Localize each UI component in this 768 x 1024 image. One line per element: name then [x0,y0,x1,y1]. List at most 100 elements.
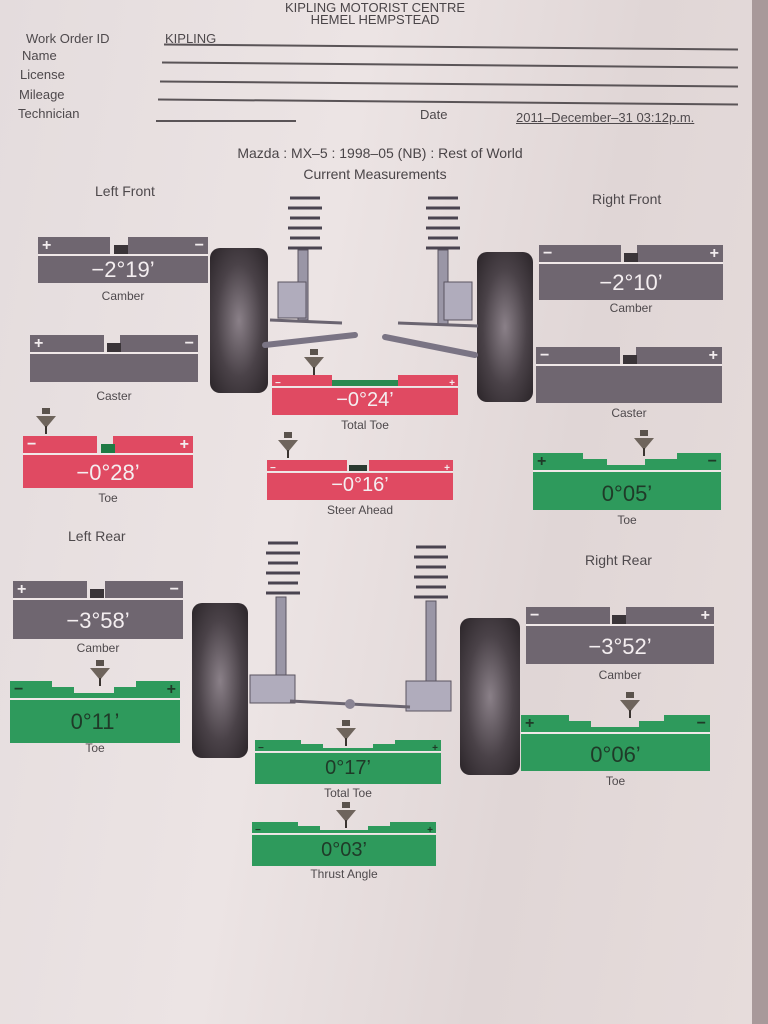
left-rear-wheel-illustration [192,603,248,758]
plus-icon: + [708,347,718,364]
toe-pointer-icon [620,692,640,718]
thrust-angle-pointer-icon [336,802,356,828]
plus-icon: + [17,581,27,598]
mileage-label: Mileage [19,87,65,102]
minus-icon: − [194,237,204,254]
right-rear-wheel-illustration [460,618,520,775]
plus-icon: + [537,453,547,470]
mileage-line [158,98,738,106]
paper-edge-shadow [752,0,768,1024]
lf-camber-caption: Camber [101,289,145,303]
lf-camber-gauge: + − −2°19’ [38,237,208,283]
steer-ahead-pointer-icon [278,432,298,458]
steer-ahead-value: −0°16’ [331,474,389,496]
rf-toe-value: 0°05’ [601,481,653,506]
work-order-value: KIPLING [165,31,217,46]
rf-toe-gauge: + − 0°05’ [533,453,721,510]
lr-toe-value: 0°11’ [70,709,120,734]
lf-toe-caption: Toe [98,491,118,505]
rr-toe-value: 0°06’ [590,742,641,767]
name-line [162,61,738,69]
plus-icon: + [444,463,450,474]
thrust-angle-value: 0°03’ [321,839,367,861]
rr-toe-caption: Toe [605,774,626,788]
plus-icon: + [449,378,455,389]
rr-toe-gauge: + − 0°06’ [521,715,710,771]
technician-line [156,120,296,122]
minus-icon: − [543,245,553,262]
minus-icon: − [255,825,261,836]
plus-icon: + [42,237,52,254]
toe-pointer-icon [634,430,654,456]
plus-icon: + [709,245,719,262]
plus-icon: + [427,825,433,836]
rf-caster-caption: Caster [611,406,647,420]
lr-camber-gauge: + − −3°58’ [13,581,183,639]
lf-toe-value: −0°28’ [76,460,140,485]
minus-icon: − [707,453,717,470]
minus-icon: − [184,335,194,352]
lf-caster-caption: Caster [96,389,132,403]
date-value: 2011–December–31 03:12p.m. [516,110,695,125]
rr-camber-caption: Camber [598,668,642,682]
license-line [160,80,738,88]
section-left-rear: Left Rear [68,528,126,544]
plus-icon: + [700,607,710,624]
front-total-toe-caption: Total Toe [341,418,389,432]
section-left-front: Left Front [95,183,155,199]
section-right-front: Right Front [592,191,662,207]
rear-total-toe-caption: Total Toe [324,786,372,800]
minus-icon: − [696,715,706,732]
rear-total-toe-gauge: − + 0°17’ [255,740,441,784]
work-order-label: Work Order ID [26,31,110,46]
rr-camber-gauge: − + −3°52’ [526,607,714,664]
total-toe-pointer-icon [304,349,324,375]
lf-camber-value: −2°19’ [91,257,155,282]
rear-total-toe-value: 0°17’ [325,757,371,779]
rf-camber-value: −2°10’ [599,270,663,295]
thrust-angle-caption: Thrust Angle [310,867,378,881]
plus-icon: + [166,681,176,698]
lr-camber-value: −3°58’ [66,608,130,633]
rf-caster-gauge: − + [536,347,722,403]
company-location: HEMEL HEMPSTEAD [310,12,440,27]
rear-suspension-illustration [249,541,452,712]
steer-ahead-caption: Steer Ahead [326,503,394,517]
front-total-toe-value: −0°24’ [336,389,394,411]
minus-icon: − [270,463,276,474]
rf-camber-caption: Camber [609,301,653,315]
toe-pointer-icon [90,660,110,686]
date-label: Date [420,107,448,122]
plus-icon: + [34,335,44,352]
alignment-report-page: KIPLING MOTORIST CENTRE HEMEL HEMPSTEAD … [0,0,752,1024]
plus-icon: + [525,715,535,732]
toe-pointer-icon [36,408,56,434]
rf-toe-caption: Toe [617,513,637,527]
minus-icon: − [530,607,540,624]
vehicle-title: Mazda : MX–5 : 1998–05 (NB) : Rest of Wo… [237,145,523,161]
thrust-angle-gauge: − + 0°03’ [252,822,436,866]
minus-icon: − [169,581,179,598]
lf-caster-gauge: + − [30,335,198,382]
left-front-wheel-illustration [210,248,268,393]
front-suspension-illustration [262,196,479,358]
work-order-line [164,43,738,51]
minus-icon: − [540,347,550,364]
lr-toe-caption: Toe [85,741,105,755]
minus-icon: − [14,681,24,698]
minus-icon: − [275,378,281,389]
rr-camber-value: −3°52’ [588,634,652,659]
rf-camber-gauge: − + −2°10’ [539,245,723,300]
measurements-subtitle: Current Measurements [303,166,447,182]
lr-camber-caption: Camber [76,641,120,655]
section-right-rear: Right Rear [585,552,652,568]
front-total-toe-gauge: − + −0°24’ [272,375,458,415]
steer-ahead-gauge: − + −0°16’ [267,460,453,500]
minus-icon: − [27,436,37,453]
minus-icon: − [258,743,264,754]
company-name: KIPLING MOTORIST CENTRE [284,0,466,15]
name-label: Name [22,48,57,63]
plus-icon: + [179,436,189,453]
lf-toe-gauge: − + −0°28’ [23,436,193,488]
lr-toe-gauge: − + 0°11’ [10,681,180,743]
